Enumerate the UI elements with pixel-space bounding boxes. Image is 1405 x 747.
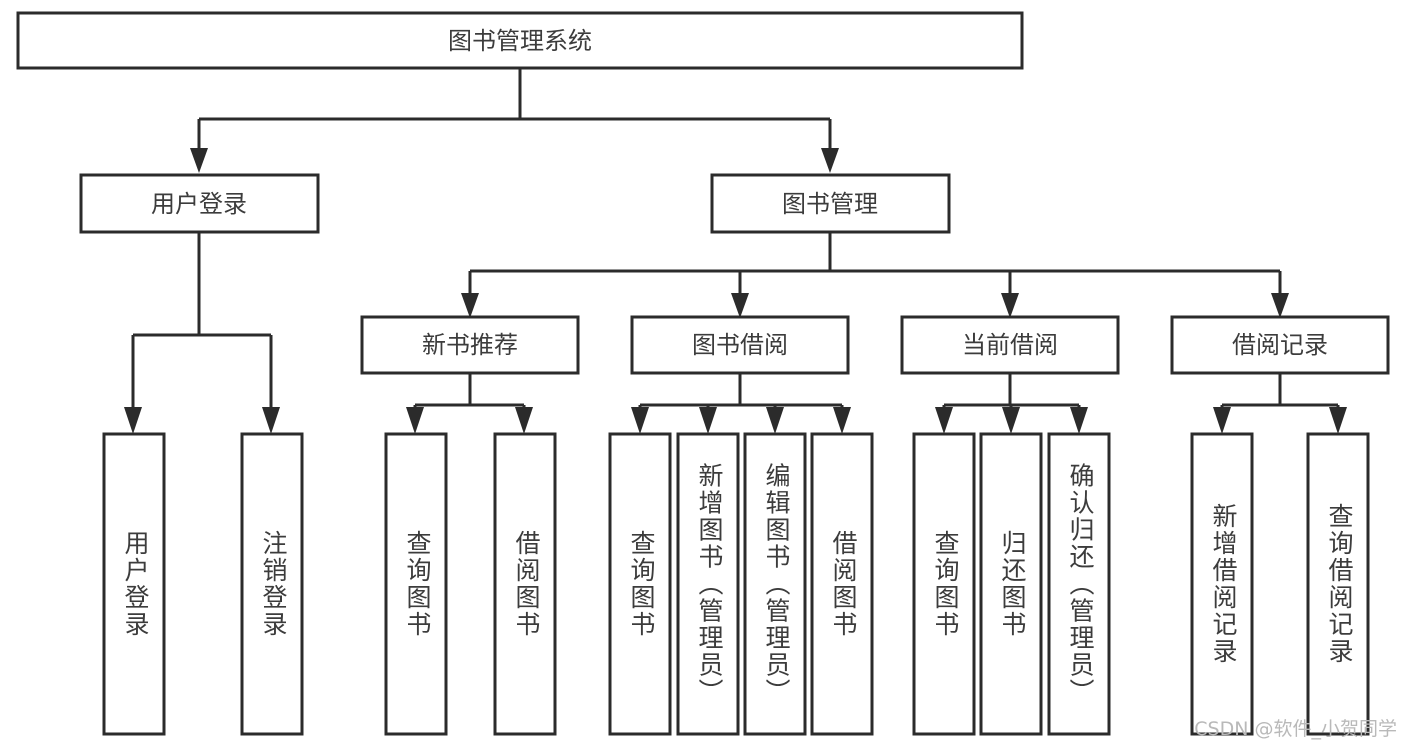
arrow-head-book-manage [821,148,839,173]
arrow-head-book-borrow [731,293,749,318]
node-borrow-record-box[interactable] [1170,315,1390,375]
leaf-confirm-return-label: 确认归还（管理员） [1066,463,1095,706]
node-new-book-recommend[interactable]: 新书推荐 [360,315,580,375]
leaf-confirm-return[interactable]: 确认归还（管理员） [1047,432,1111,736]
node-root-label: 图书管理系统 [448,27,592,55]
leaf-return-book-box[interactable] [979,432,1043,736]
node-book-manage-label: 图书管理 [782,190,878,218]
leaf-borrow-book-2-box[interactable] [810,432,874,736]
leaf-query-book-1[interactable]: 查询图书 [384,432,448,736]
arrow-head-user-login [190,148,208,173]
leaf-query-record-label: 查询借阅记录 [1325,503,1354,665]
leaf-return-book[interactable]: 归还图书 [979,432,1043,736]
node-user-login-label: 用户登录 [151,190,247,218]
arrow-head-leaf-query-book-1 [406,407,424,434]
leaf-add-record-box[interactable] [1190,432,1254,736]
leaf-edit-book-box[interactable] [743,432,807,736]
leaf-user-login[interactable]: 用户登录 [102,432,166,736]
leaf-add-book-label: 新增图书（管理员） [695,463,724,706]
leaf-query-book-3[interactable]: 查询图书 [912,432,976,736]
leaf-user-logout-box[interactable] [240,432,304,736]
arrow-head-leaf-add-record [1213,407,1231,434]
leaf-query-book-2-box[interactable] [608,432,672,736]
arrow-head-leaf-add-book [699,407,717,434]
leaf-return-book-label: 归还图书 [998,530,1027,638]
leaf-query-book-3-box[interactable] [912,432,976,736]
arrow-head-leaf-borrow-book-1 [515,407,533,434]
leaf-query-book-1-label: 查询图书 [403,530,432,638]
arrow-head-leaf-confirm-return [1070,407,1088,434]
node-new-book-recommend-label: 新书推荐 [422,331,518,359]
node-root[interactable]: 图书管理系统 [16,11,1024,70]
leaf-borrow-book-2-label: 借阅图书 [829,530,858,638]
leaf-borrow-book-1-label: 借阅图书 [512,530,541,638]
node-book-borrow-label: 图书借阅 [692,331,788,359]
node-root-box[interactable] [16,11,1024,70]
arrow-head-leaf-query-record [1329,407,1347,434]
leaf-borrow-book-1-box[interactable] [493,432,557,736]
leaf-user-login-label: 用户登录 [121,530,150,638]
leaf-add-book-box[interactable] [676,432,740,736]
node-borrow-record-label: 借阅记录 [1232,331,1328,359]
leaf-query-book-2-label: 查询图书 [627,530,656,638]
node-user-login-box[interactable] [79,173,320,234]
arrow-head-leaf-return-book [1002,407,1020,434]
leaf-edit-book-label: 编辑图书（管理员） [762,463,791,706]
arrow-head-leaf-user-login [124,407,142,434]
arrow-head-leaf-query-book-3 [935,407,953,434]
arrow-head-leaf-query-book-2 [631,407,649,434]
leaf-borrow-book-2[interactable]: 借阅图书 [810,432,874,736]
leaf-edit-book[interactable]: 编辑图书（管理员） [743,432,807,736]
leaf-add-record[interactable]: 新增借阅记录 [1190,432,1254,736]
leaf-add-book[interactable]: 新增图书（管理员） [676,432,740,736]
leaf-confirm-return-box[interactable] [1047,432,1111,736]
arrow-head-borrow-record [1271,293,1289,318]
node-current-borrow-label: 当前借阅 [962,331,1058,359]
leaf-add-record-label: 新增借阅记录 [1209,503,1238,665]
node-book-manage[interactable]: 图书管理 [710,173,951,234]
arrow-head-leaf-edit-book [766,407,784,434]
arrow-head-leaf-user-logout [262,407,280,434]
arrow-head-leaf-borrow-book-2 [833,407,851,434]
node-book-borrow-box[interactable] [630,315,850,375]
leaf-user-logout[interactable]: 注销登录 [240,432,304,736]
node-book-manage-box[interactable] [710,173,951,234]
leaf-query-book-1-box[interactable] [384,432,448,736]
node-borrow-record[interactable]: 借阅记录 [1170,315,1390,375]
leaf-user-login-box[interactable] [102,432,166,736]
leaf-query-book-2[interactable]: 查询图书 [608,432,672,736]
leaf-query-record[interactable]: 查询借阅记录 [1306,432,1370,736]
node-current-borrow[interactable]: 当前借阅 [900,315,1120,375]
leaf-user-logout-label: 注销登录 [259,530,288,638]
leaf-borrow-book-1[interactable]: 借阅图书 [493,432,557,736]
node-user-login[interactable]: 用户登录 [79,173,320,234]
node-current-borrow-box[interactable] [900,315,1120,375]
connector-layer [124,68,1347,434]
arrow-head-current-borrow [1001,293,1019,318]
node-book-borrow[interactable]: 图书借阅 [630,315,850,375]
leaf-query-record-box[interactable] [1306,432,1370,736]
arrow-head-new-book-recommend [461,293,479,318]
node-new-book-recommend-box[interactable] [360,315,580,375]
leaf-query-book-3-label: 查询图书 [931,530,960,638]
